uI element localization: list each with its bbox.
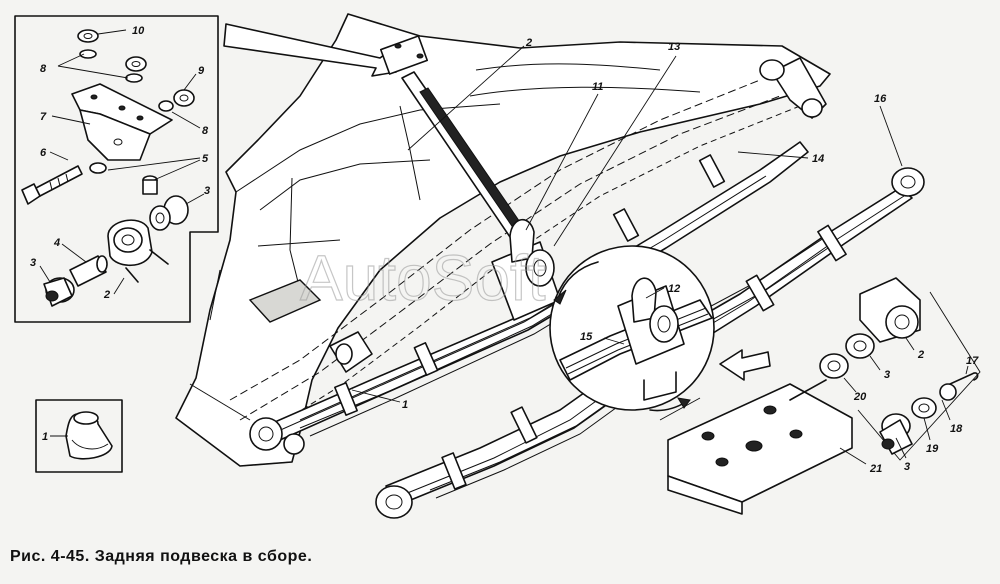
label-12: 12 [668, 283, 680, 295]
label-3b: 3 [30, 257, 36, 269]
label-6: 6 [40, 147, 47, 159]
inset-mounting-parts [659, 277, 981, 515]
label-2-shock: 2 [525, 37, 532, 49]
label-19: 19 [926, 443, 939, 455]
label-11: 11 [592, 81, 603, 93]
label-16: 16 [874, 93, 887, 105]
figure-caption: Рис. 4-45. Задняя подвеска в сборе. [10, 548, 313, 565]
label-2-bracket: 2 [917, 349, 924, 361]
label-5: 5 [202, 153, 209, 165]
inset-bump-stop: 1 [35, 399, 123, 473]
leaf-spring-main [249, 57, 827, 455]
label-1-spring: 1 [402, 399, 408, 411]
rubber-bushing-lower-icon [43, 277, 75, 307]
bracket-icon [71, 83, 173, 174]
label-2: 2 [103, 289, 110, 301]
label-3: 3 [204, 185, 210, 197]
label-18: 18 [950, 423, 963, 435]
label-4: 4 [53, 237, 60, 249]
small-bolt-icon [142, 175, 158, 195]
main-leaders [351, 45, 903, 403]
label-1-bump-stop: 1 [42, 431, 48, 443]
label-14: 14 [812, 153, 824, 165]
pointer-arrow-icon [223, 23, 397, 77]
label-9: 9 [198, 65, 205, 77]
label-8b: 8 [202, 125, 209, 137]
magnified-detail [549, 245, 715, 412]
bushing-icon [158, 89, 195, 112]
frame-body [175, 13, 831, 467]
label-17: 17 [966, 355, 979, 367]
nut-icon [77, 29, 147, 83]
label-20: 20 [853, 391, 867, 403]
inset-bracket-assembly: 10 9 8 8 7 6 5 3 4 3 2 [14, 15, 219, 323]
label-8: 8 [40, 63, 47, 75]
watermark: AutoSoft [300, 242, 546, 314]
label-7: 7 [40, 111, 47, 123]
label-15: 15 [580, 331, 593, 343]
label-21: 21 [869, 463, 882, 475]
clamp-icon [107, 219, 169, 283]
label-10: 10 [132, 25, 145, 37]
label-3-bushing: 3 [884, 369, 890, 381]
rubber-bushing-icon [149, 195, 189, 231]
sleeve-icon [69, 255, 108, 287]
shock-absorber [379, 35, 527, 241]
label-13: 13 [668, 41, 680, 53]
label-3-lower: 3 [904, 461, 910, 473]
bolt-icon [21, 165, 83, 205]
